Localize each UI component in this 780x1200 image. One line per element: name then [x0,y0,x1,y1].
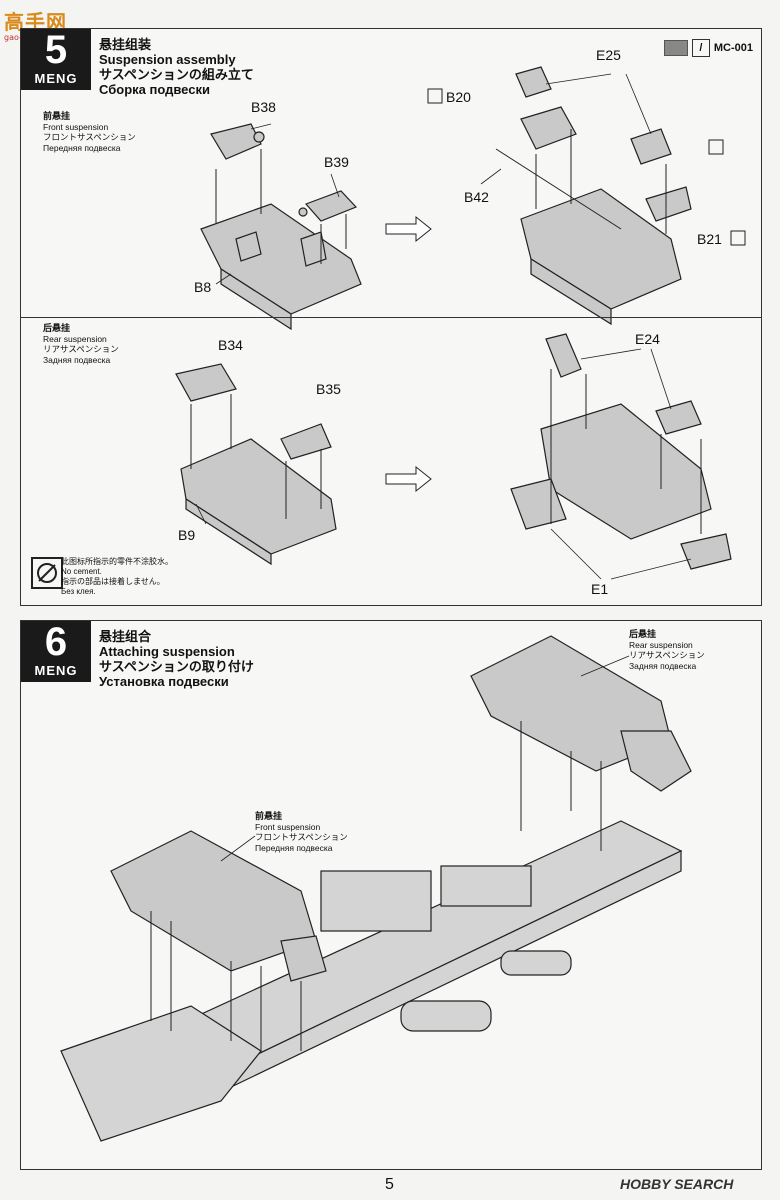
nocement-ru: Без клея. [61,587,96,596]
rear-suspension-part [470,635,692,792]
rear-jp: リアサスペンション [43,344,119,354]
front-suspension-part [110,830,327,982]
footer-brand: HOBBY SEARCH [620,1176,734,1192]
nocement-en: No cement. [61,567,102,576]
drop-guides [150,721,602,1051]
front-suspension-label: 前悬挂 Front suspension フロントサスペンション Передня… [255,811,348,853]
front-ru: Передняя подвеска [43,142,121,153]
front-suspension-label: 前悬挂 Front suspension フロントサスペンション Передня… [43,111,136,153]
part-label-b39: B39 [324,154,349,170]
rear-right-guides [550,369,702,534]
part-label-e24: E24 [635,331,660,347]
part-label-b35: B35 [316,381,341,397]
step-number: 5 [44,28,68,72]
step-titles: 悬挂组装 Suspension assembly サスペンションの組み立て Сб… [99,37,254,97]
nocement-note: 此图标所指示的零件不涂胶水。 No cement. 指示の部品は接着しません。 … [61,557,173,597]
page-number: 5 [385,1176,394,1193]
part-label-b42: B42 [464,189,489,205]
paint-code: MC-001 [713,42,753,54]
part-label-b9: B9 [178,527,196,543]
rear-frame-b9 [175,363,337,566]
part-label-b20: B20 [446,89,471,105]
section-divider [21,317,761,318]
part-b38 [210,123,265,160]
rear-ru: Задняя подвеска [43,354,111,365]
nocement-jp: 指示の部品は接着しません。 [61,577,165,586]
part-b39 [298,190,358,222]
rear-cn: 后悬挂 [629,629,657,639]
title-cn: 悬挂组合 [99,629,152,644]
rear-jp: リアサスペンション [629,650,705,660]
front-cn: 前悬挂 [255,811,283,821]
front-left-guides [215,149,347,264]
front-en: Front suspension [255,821,321,832]
part-label-b38: B38 [251,99,276,115]
front-assembled [515,66,692,326]
step-titles: 悬挂组合 Attaching suspension サスペンションの取り付け У… [99,629,254,689]
step-arrow [385,465,432,493]
nocement-icon [31,557,63,589]
nocement-marker [708,139,724,155]
step-number: 6 [44,620,68,664]
rear-suspension-label: 后悬挂 Rear suspension リアサスペンション Задняя под… [43,323,119,365]
paint-swatch [663,40,688,56]
front-frame-b8 [200,203,362,331]
brand-logo: MENG [34,71,78,86]
title-cn: 悬挂组装 [99,37,152,52]
step-5-diagram [175,66,746,580]
rear-left-guides [190,394,322,519]
rear-en: Rear suspension [629,639,693,650]
front-en: Front suspension [43,121,109,132]
nocement-marker [427,88,443,104]
title-ru: Установка подвески [99,674,229,689]
nocement-marker [730,230,746,246]
leader-lines [220,655,630,862]
front-cn: 前悬挂 [43,111,71,121]
title-ru: Сборка подвески [99,82,210,97]
title-jp: サスペンションの取り付け [99,659,254,674]
paint-callout: / MC-001 [663,39,753,57]
step-5-panel: 5 MENG 悬挂组装 Suspension assembly サスペンションの… [20,28,762,606]
title-en: Suspension assembly [99,52,236,67]
brush-icon: / [691,39,710,57]
part-label-b34: B34 [218,337,243,353]
part-label-b8: B8 [194,279,212,295]
front-jp: フロントサスペンション [43,132,136,142]
front-right-guides [495,129,667,234]
step-number-box: 5 MENG [21,29,91,90]
part-label-e1: E1 [591,581,609,597]
title-jp: サスペンションの組み立て [99,67,254,82]
step-arrow [385,215,432,243]
part-label-b21: B21 [697,231,722,247]
rear-suspension-label: 后悬挂 Rear suspension リアサスペンション Задняя под… [629,629,705,671]
title-en: Attaching suspension [99,644,235,659]
rear-assembled [510,333,732,570]
rear-en: Rear suspension [43,333,107,344]
rear-ru: Задняя подвеска [629,660,697,671]
rear-cn: 后悬挂 [43,323,71,333]
front-ru: Передняя подвеска [255,842,333,853]
step-number-box: 6 MENG [21,621,91,682]
nocement-cn: 此图标所指示的零件不涂胶水。 [61,557,173,566]
step-6-panel: 6 MENG 悬挂组合 Attaching suspension サスペンション… [20,620,762,1170]
front-jp: フロントサスペンション [255,832,348,842]
part-label-e25: E25 [596,47,621,63]
step-6-diagram [60,635,692,1142]
brand-logo: MENG [34,663,78,678]
leader-lines [195,73,692,580]
